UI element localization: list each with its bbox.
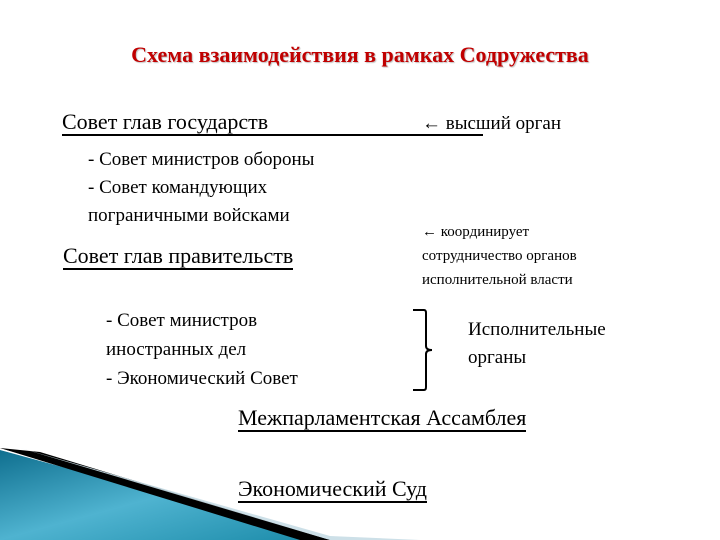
economic-court: Экономический Суд [238,476,427,503]
interparliamentary-assembly-label: Межпарламентская Ассамблея [238,405,527,432]
economic-court-label: Экономический Суд [238,476,427,503]
council-heads-of-state-heading: Совет глав государств [62,110,483,136]
sub-item-foreign-ministers: - Совет министров [106,310,258,331]
coordinates-note: ← координирует сотрудничество органов ис… [422,220,577,292]
sub-item-foreign-affairs: иностранных дел [106,339,247,360]
sub-item-border-troops: пограничными войсками [88,205,290,226]
executive-bodies-line-1: Исполнительные [468,319,606,340]
heads-of-government-sub-list: - Совет министров иностранных дел - Экон… [106,306,298,393]
curly-bracket-icon [413,309,433,391]
sub-item-economic-council: - Экономический Совет [106,368,298,389]
slide-corner-decoration [0,448,420,540]
slide-title: Схема взаимодействия в рамках Содружеств… [131,42,589,67]
coordinates-note-line-1: ← координирует [422,224,530,240]
heads-of-state-sub-list: - Совет министров обороны - Совет команд… [88,146,314,230]
council-heads-of-government-label: Совет глав правительств [63,243,294,270]
executive-bodies-line-2: органы [468,347,527,368]
interparliamentary-assembly: Межпарламентская Ассамблея [238,405,527,432]
supreme-body-note: ← высший орган [422,113,562,134]
coordinates-note-line-2: сотрудничество органов [422,248,577,264]
sub-item-border-commanders: - Совет командующих [88,177,268,198]
sub-item-defense-ministers: - Совет министров обороны [88,149,315,170]
coordinates-note-line-3: исполнительной власти [422,272,573,288]
council-heads-of-state-label: Совет глав государств [62,109,269,134]
council-heads-of-government-heading: Совет глав правительств [63,243,294,270]
executive-bodies-label: Исполнительные органы [468,316,606,372]
